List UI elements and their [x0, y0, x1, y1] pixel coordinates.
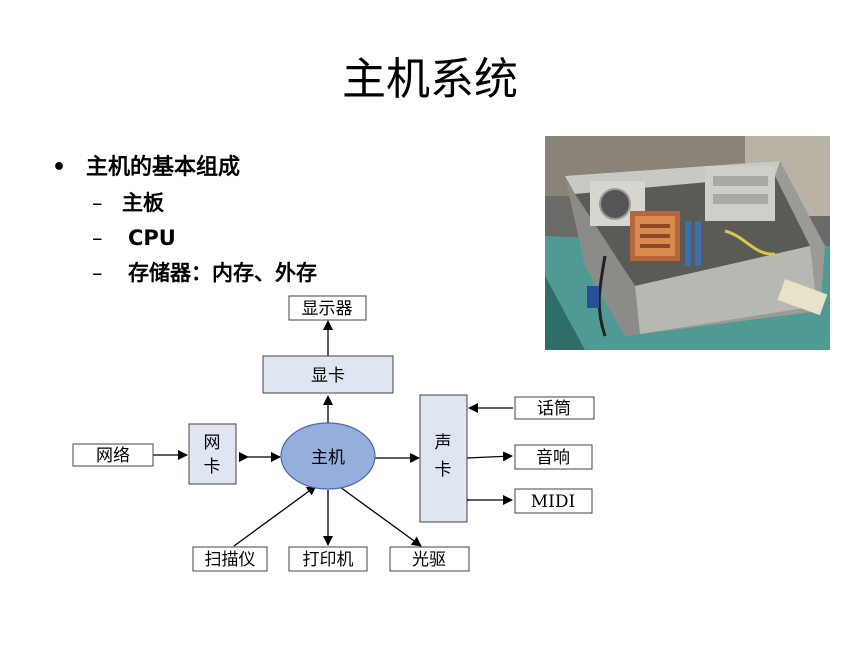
network-card-label-line2: 卡 [204, 457, 221, 477]
display-box [288, 295, 367, 321]
sound-card-label-line1: 声 [435, 433, 452, 453]
arrow-host-optical [329, 477, 422, 547]
printer-label: 打印机 [303, 550, 354, 570]
bullet-main-text: 主机的基本组成 [86, 155, 241, 180]
sub-bullet-text: 存储器：内存、外存 [128, 261, 317, 285]
computer-case-image [545, 136, 830, 350]
host-ellipse [280, 422, 376, 490]
scanner-box [192, 546, 268, 572]
midi-label: MIDI [531, 492, 575, 512]
arrow-scanner-to-host [233, 485, 317, 547]
dash-symbol: – [92, 261, 103, 285]
scanner-label: 扫描仪 [205, 550, 256, 570]
speaker-box [514, 444, 593, 470]
network-card-label-line1: 网 [204, 433, 221, 453]
sub-bullet-text: 主板 [122, 191, 164, 215]
optical-drive-box [389, 546, 470, 572]
microphone-box [514, 396, 595, 420]
dash-symbol: – [92, 226, 103, 250]
computer-case-photo [545, 136, 830, 350]
network-box [72, 443, 154, 467]
sub-bullet-text: CPU [128, 226, 176, 250]
host-label: 主机 [311, 448, 345, 468]
graphics-card-label: 显卡 [311, 366, 345, 386]
network-label: 网络 [96, 446, 130, 466]
graphics-card-box [262, 355, 394, 394]
arrow-soundcard-to-speaker [466, 451, 513, 462]
sound-card-box [419, 394, 468, 523]
slide-title: 主机系统 [342, 54, 518, 105]
optical-drive-label: 光驱 [412, 550, 446, 570]
speaker-label: 音响 [536, 448, 570, 468]
display-label: 显示器 [302, 299, 353, 319]
microphone-label: 话筒 [537, 399, 571, 419]
midi-box [514, 488, 593, 514]
network-card-box [188, 423, 237, 485]
printer-box [288, 546, 368, 572]
sound-card-label-line2: 卡 [435, 460, 452, 480]
bullet-symbol: • [52, 155, 67, 180]
dash-symbol: – [92, 191, 103, 215]
